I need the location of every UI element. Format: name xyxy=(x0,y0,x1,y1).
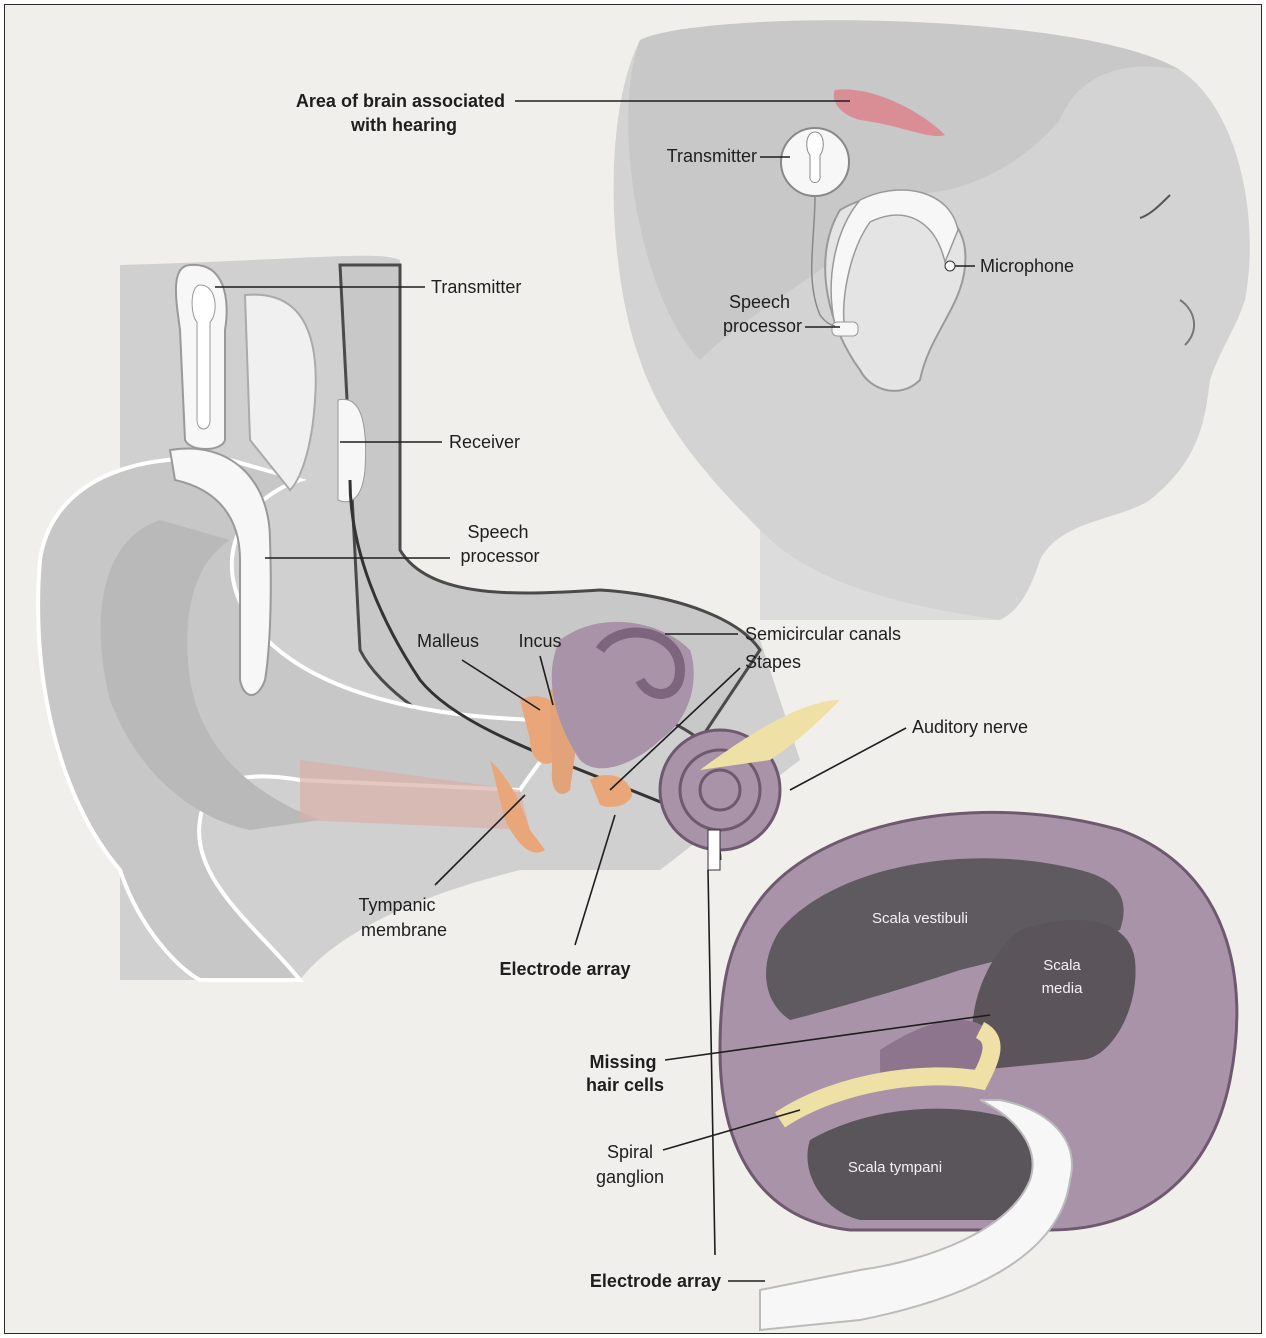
label-missing-hair-cells-line1: Missing xyxy=(589,1052,656,1072)
label-missing-hair-cells-line2: hair cells xyxy=(586,1075,664,1095)
label-electrode-array-upper: Electrode array xyxy=(499,959,630,979)
label-speech-processor-head-line2: processor xyxy=(723,316,802,336)
leader-electrode-insert xyxy=(708,870,715,1255)
label-transmitter-head: Transmitter xyxy=(667,146,757,166)
label-tympanic-line2: membrane xyxy=(361,920,447,940)
label-semicircular-canals: Semicircular canals xyxy=(745,624,901,644)
label-brain-area-line2: with hearing xyxy=(350,115,457,135)
label-scala-vestibuli: Scala vestibuli xyxy=(872,910,968,927)
label-scala-media-line1: Scala xyxy=(1043,957,1081,974)
label-speech-processor-line2: processor xyxy=(460,546,539,566)
label-speech-processor-line1: Speech xyxy=(467,522,528,542)
label-stapes: Stapes xyxy=(745,652,801,672)
label-transmitter: Transmitter xyxy=(431,277,521,297)
label-incus: Incus xyxy=(518,631,561,651)
microphone-icon xyxy=(945,261,955,271)
child-speech-processor-base xyxy=(832,322,858,336)
leader-auditory-nerve xyxy=(790,728,906,790)
label-brain-area-line1: Area of brain associated xyxy=(296,91,505,111)
receiver-device xyxy=(338,399,366,501)
label-receiver: Receiver xyxy=(449,432,520,452)
electrode-insert xyxy=(708,830,720,870)
label-speech-processor-head-line1: Speech xyxy=(729,292,790,312)
label-spiral-ganglion-line1: Spiral xyxy=(607,1142,653,1162)
child-head xyxy=(614,20,1250,620)
label-spiral-ganglion-line2: ganglion xyxy=(596,1167,664,1187)
label-malleus: Malleus xyxy=(417,631,479,651)
label-tympanic-line1: Tympanic xyxy=(358,895,435,915)
cochlea-cross-section xyxy=(720,812,1237,1330)
label-electrode-array-lower: Electrode array xyxy=(590,1271,721,1291)
label-auditory-nerve: Auditory nerve xyxy=(912,717,1028,737)
label-scala-media-line2: media xyxy=(1042,980,1084,997)
label-scala-tympani: Scala tympani xyxy=(848,1159,942,1176)
label-microphone: Microphone xyxy=(980,256,1074,276)
